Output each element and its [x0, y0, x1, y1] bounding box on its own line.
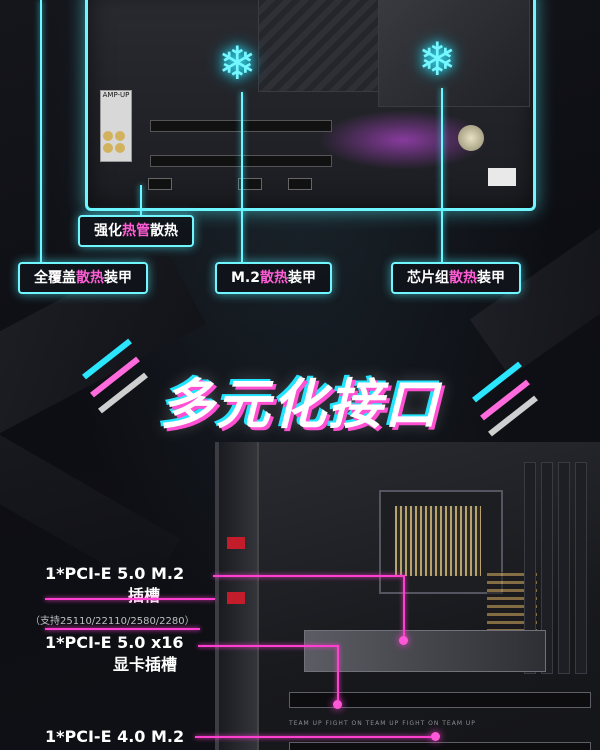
callout-line [40, 0, 42, 262]
dimm-slot [558, 462, 570, 674]
cpu-socket [379, 490, 503, 594]
feature-chipset-armor-label: 芯片组散热装甲 [391, 262, 521, 294]
callout-dot [333, 700, 342, 709]
interface-label-pcie4-m2: 1*PCI-E 4.0 M.2 [45, 727, 185, 746]
snowflake-icon: ❄ [218, 36, 257, 90]
m2-support-note: （支持25110/22110/2580/2280） [30, 616, 195, 627]
feature-m2-armor-label: M.2散热装甲 [215, 262, 332, 294]
callout-line-pink [45, 628, 200, 630]
pcie-x16-slot [289, 692, 591, 708]
section-title: 多元化接口 [160, 373, 440, 436]
feature-armor-label: 全覆盖散热装甲 [18, 262, 148, 294]
feature-heatpipe-label: 强化热管散热 [78, 215, 194, 247]
motherboard-bottom-image: TEAM UP FIGHT ON TEAM UP FIGHT ON TEAM U… [215, 442, 600, 750]
snowflake-icon: ❄ [418, 32, 457, 86]
dimm-slot [524, 462, 536, 674]
callout-dot [399, 636, 408, 645]
callout-line-pink [213, 575, 403, 577]
dimm-slot [575, 462, 587, 674]
header-port [148, 178, 172, 190]
header-port [238, 178, 262, 190]
callout-dot [431, 732, 440, 741]
callout-line [140, 185, 142, 215]
white-connector [488, 168, 516, 186]
callout-line [241, 92, 243, 262]
callout-line [441, 88, 443, 262]
callout-line-pink [195, 736, 435, 738]
pcie-slot-lower [289, 742, 591, 750]
audio-capacitors [102, 130, 128, 156]
m2-heatsink [304, 630, 546, 672]
interface-label-pcie5-x16: 1*PCI-E 5.0 x16 显卡插槽 [45, 633, 184, 674]
callout-line-pink [45, 598, 215, 600]
header-port [288, 178, 312, 190]
board-silkscreen: TEAM UP FIGHT ON TEAM UP FIGHT ON TEAM U… [289, 720, 476, 727]
amp-up-label: AMP-UP [102, 91, 130, 99]
title-decoration-left [82, 338, 148, 414]
callout-line-pink [198, 645, 338, 647]
title-decoration-right [472, 361, 538, 437]
callout-line-pink [403, 575, 405, 640]
dimm-slot [541, 462, 553, 674]
chipset-heatsink [378, 0, 530, 107]
callout-line-pink [337, 645, 339, 705]
motherboard-top-image: AMP-UP [85, 0, 536, 211]
interface-label-pcie5-m2: 1*PCI-E 5.0 M.2 插槽 [45, 564, 185, 605]
cmos-battery [458, 125, 484, 151]
io-shield [219, 442, 259, 750]
